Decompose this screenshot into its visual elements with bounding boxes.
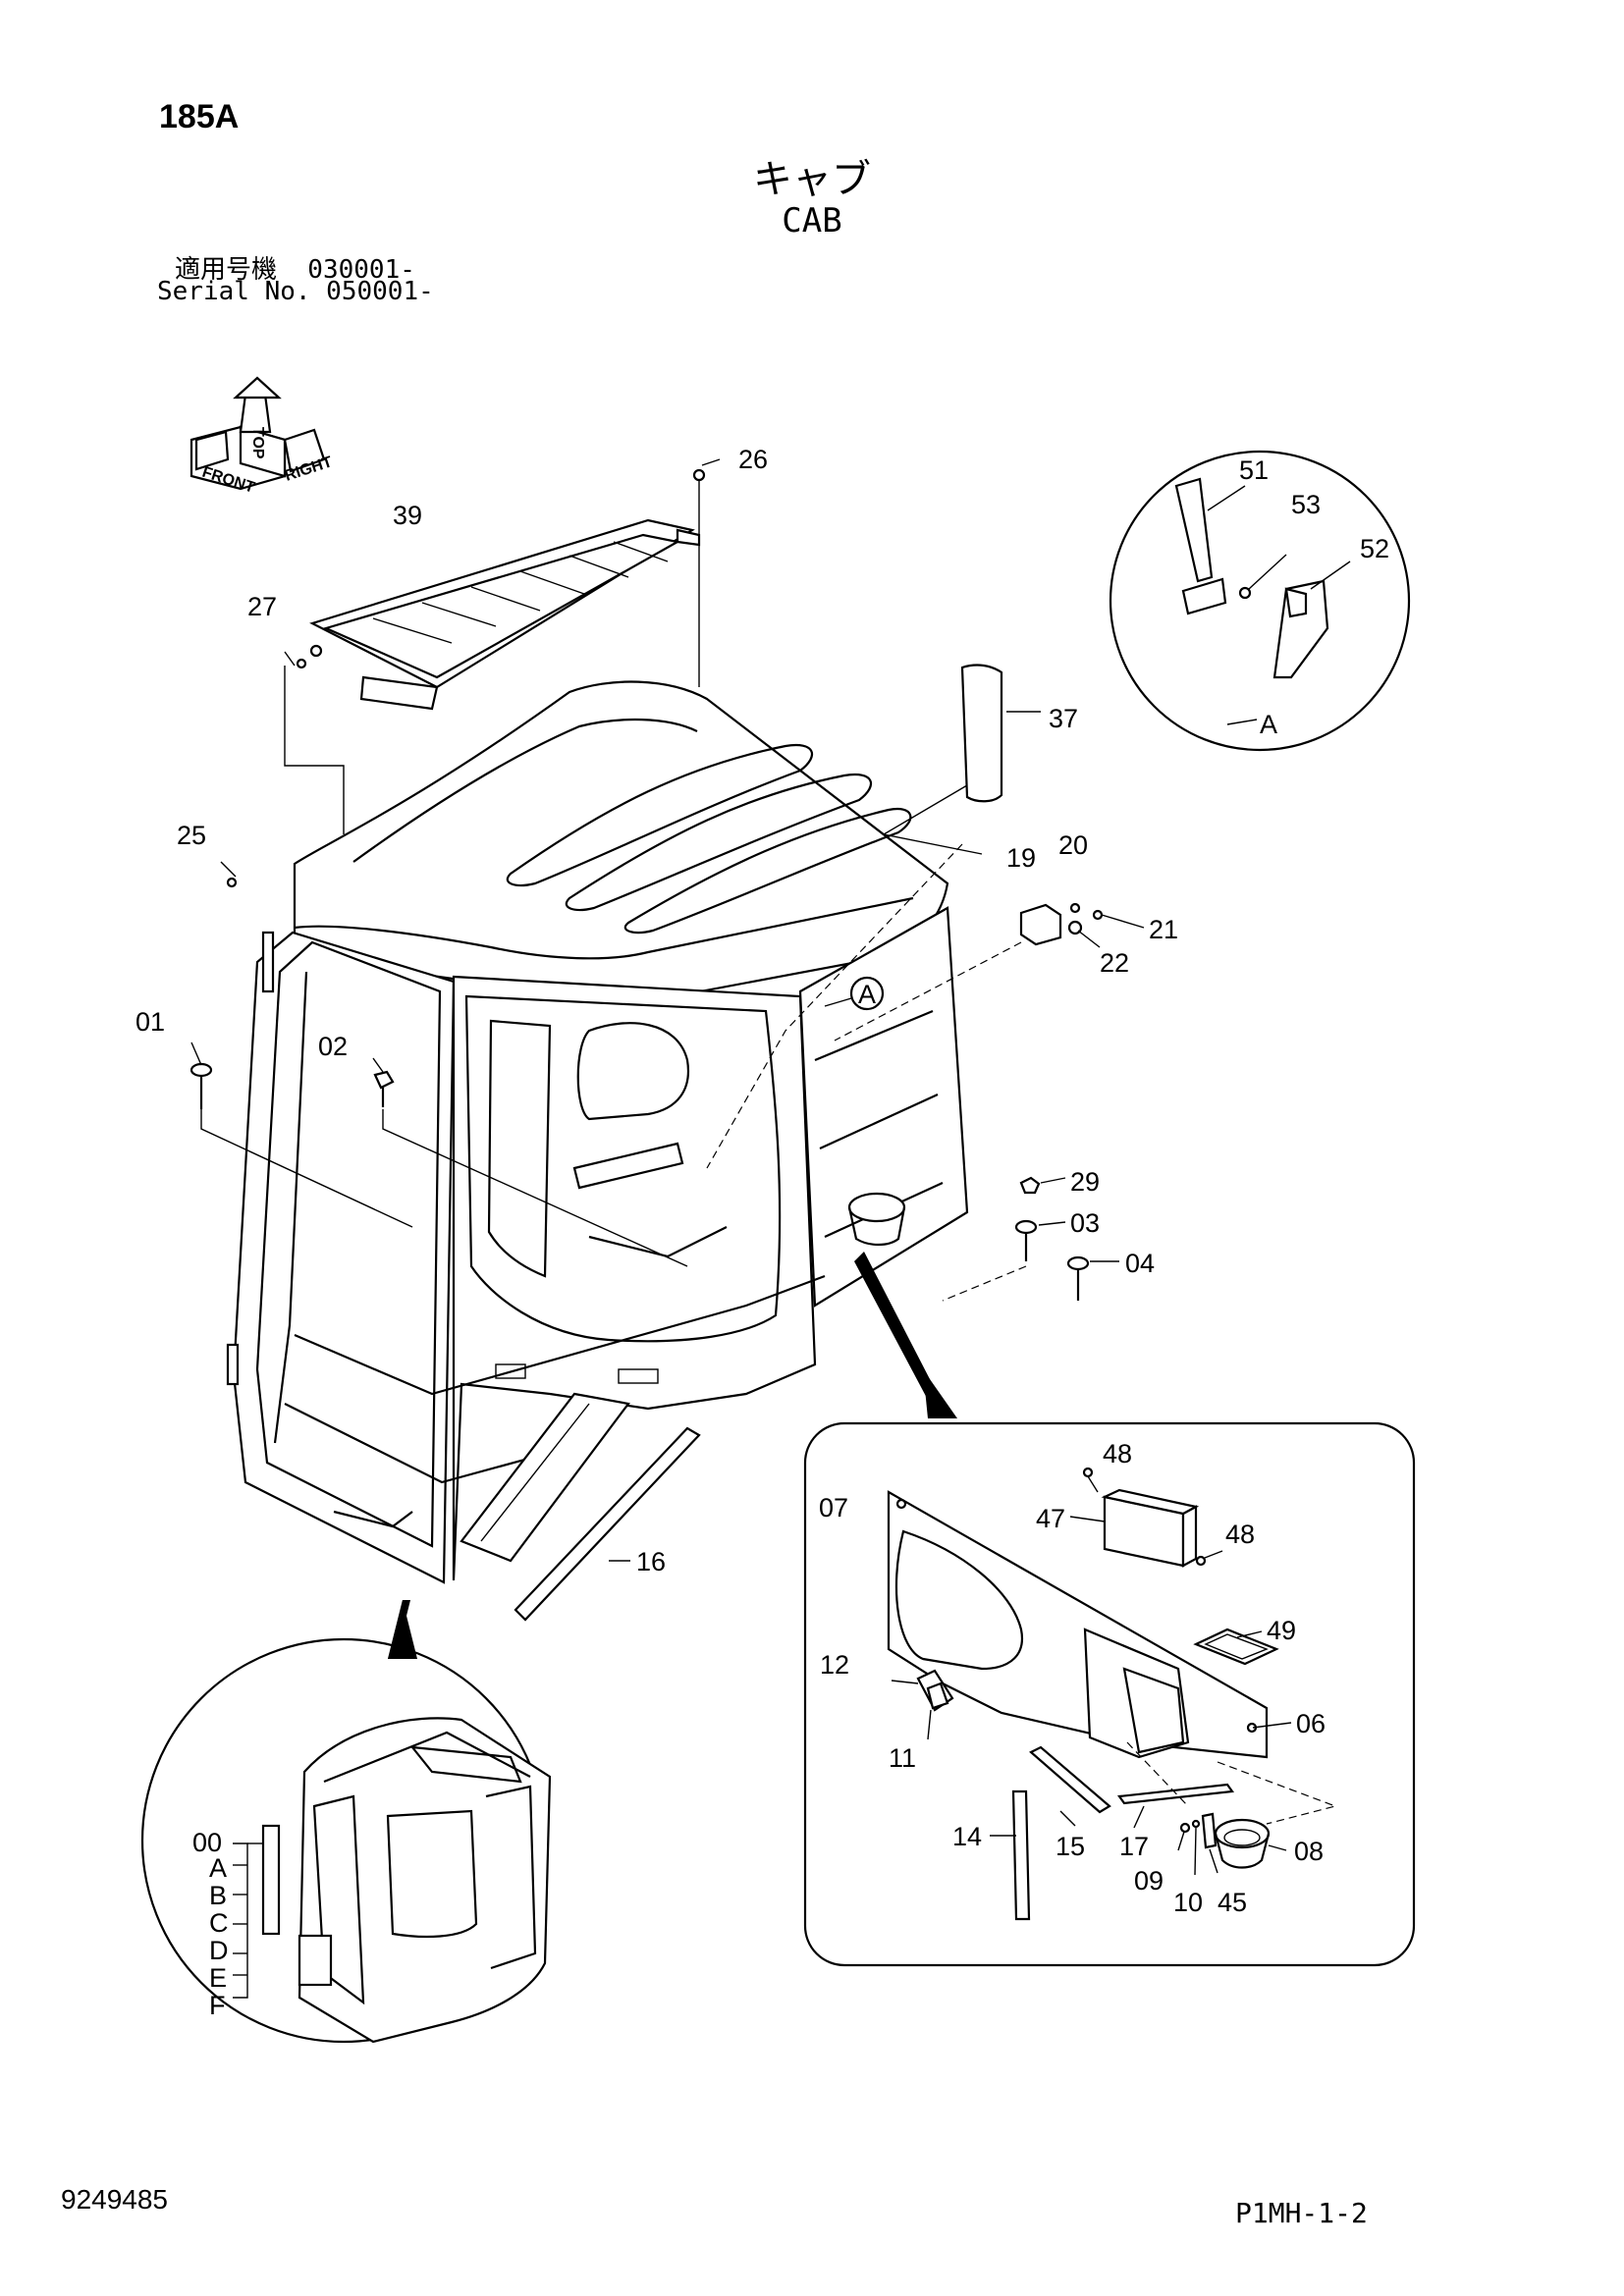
detail-a-bubble: A — [858, 980, 876, 1009]
drawing-number: 9249485 — [61, 2184, 169, 2215]
part-39-roof-panel — [309, 518, 701, 711]
callout-51: 51 — [1239, 455, 1269, 485]
part-19-clip — [1019, 902, 1104, 946]
callout-08: 08 — [1294, 1837, 1324, 1866]
callout-52: 52 — [1360, 534, 1389, 563]
detail-a-lever — [1109, 450, 1411, 752]
cab-body — [226, 680, 969, 1584]
bolts-29-03-04 — [1014, 1176, 1090, 1301]
variant-c: C — [209, 1908, 229, 1938]
callout-20: 20 — [1058, 830, 1088, 860]
detail-variants: 00 A B C D E F — [140, 1637, 552, 2044]
callout-19: 19 — [1006, 843, 1036, 873]
page-code: 185A — [159, 98, 240, 135]
callout-11: 11 — [889, 1743, 916, 1773]
variant-d: D — [209, 1936, 229, 1965]
title-english: CAB — [782, 201, 842, 240]
variant-00: 00 — [192, 1828, 222, 1857]
callout-04: 04 — [1125, 1249, 1155, 1278]
callout-labels: 26 39 27 25 01 02 37 19 20 21 22 29 03 0… — [135, 445, 1389, 1917]
bolts-01-02-25-26-27 — [189, 468, 706, 1109]
callout-49: 49 — [1267, 1616, 1296, 1645]
callout-22: 22 — [1100, 948, 1129, 978]
callout-47: 47 — [1036, 1504, 1065, 1533]
variant-f: F — [209, 1991, 226, 2020]
callout-45: 45 — [1218, 1888, 1247, 1917]
serial-english: Serial No. 050001- — [157, 277, 434, 306]
callout-53: 53 — [1291, 490, 1321, 519]
callout-26: 26 — [738, 445, 768, 474]
part-16-seal-strip — [514, 1426, 701, 1622]
leader-lines-main: A — [190, 458, 1145, 1562]
callout-16: 16 — [636, 1547, 666, 1576]
callout-37: 37 — [1049, 704, 1078, 733]
callout-01: 01 — [135, 1007, 165, 1037]
callout-48a: 48 — [1103, 1439, 1132, 1468]
callout-17: 17 — [1119, 1832, 1149, 1861]
callout-21: 21 — [1149, 915, 1178, 944]
callout-27: 27 — [247, 592, 277, 621]
callout-02: 02 — [318, 1032, 348, 1061]
callout-15: 15 — [1056, 1832, 1085, 1861]
variant-e: E — [209, 1963, 227, 1993]
callout-14: 14 — [952, 1822, 982, 1851]
detail-pointers — [388, 1252, 957, 1659]
callout-48b: 48 — [1225, 1520, 1255, 1549]
page-reference: P1MH-1-2 — [1235, 2197, 1368, 2229]
callout-07: 07 — [819, 1493, 848, 1522]
part-37-trim — [960, 664, 1003, 803]
detail-rear-console — [803, 1421, 1416, 1967]
variant-a: A — [209, 1853, 227, 1883]
orientation-cube-icon: FRONT TOP RIGHT — [189, 376, 335, 497]
orientation-top: TOP — [249, 427, 266, 459]
callout-29: 29 — [1070, 1167, 1100, 1197]
callout-25: 25 — [177, 821, 206, 850]
callout-12: 12 — [820, 1650, 849, 1680]
callout-03: 03 — [1070, 1208, 1100, 1238]
serial-japanese: 適用号機 030001- — [175, 255, 415, 285]
callout-09: 09 — [1134, 1866, 1164, 1896]
callout-39: 39 — [393, 501, 422, 530]
variant-b: B — [209, 1881, 227, 1910]
detail-a-label: A — [1260, 710, 1277, 739]
callout-06: 06 — [1296, 1709, 1326, 1738]
callout-10: 10 — [1173, 1888, 1203, 1917]
title-japanese: キャブ — [753, 157, 871, 202]
